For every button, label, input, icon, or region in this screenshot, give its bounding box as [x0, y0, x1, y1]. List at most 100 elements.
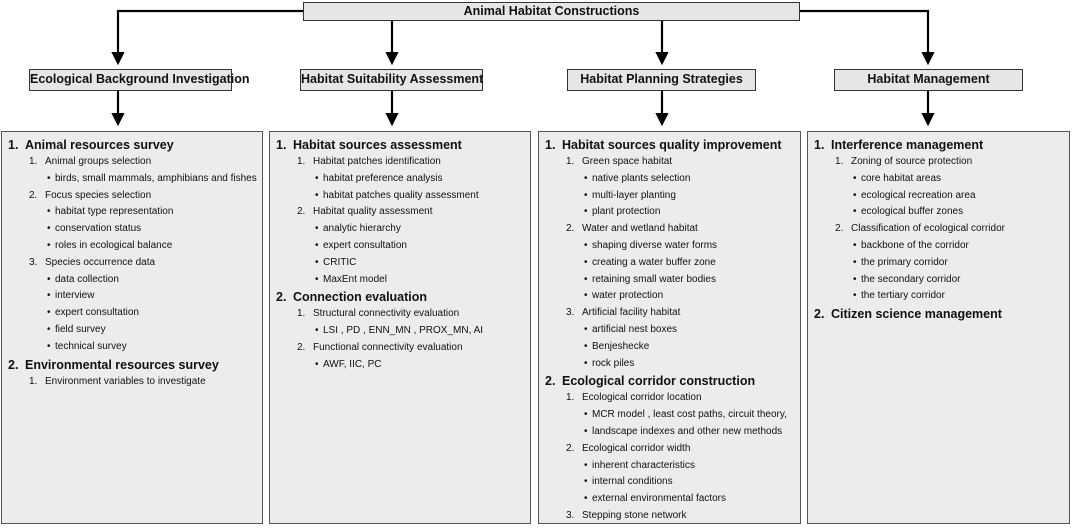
- subsection-text: Zoning of source protection: [851, 156, 973, 167]
- category-title: Habitat Suitability Assessment: [301, 72, 484, 86]
- bullet-item: • habitat patches quality assessment: [276, 188, 524, 205]
- bullet-dot: •: [315, 223, 319, 235]
- bullet-dot: •: [853, 273, 857, 285]
- bullet-text: multi-layer planting: [592, 189, 676, 201]
- subsection-text: Green space habitat: [582, 156, 673, 167]
- bullet-dot: •: [584, 239, 588, 251]
- subsection-item: 1. Animal groups selection: [8, 154, 256, 171]
- bullet-item: •ecological recreation area: [814, 188, 1063, 205]
- bullet-text: water protection: [592, 290, 664, 302]
- section-item: 1.Animal resources survey: [8, 136, 256, 154]
- bullet-text: habitat preference analysis: [323, 172, 443, 184]
- bullet-item: •conservation status: [8, 221, 256, 238]
- subsection-item: 1.Zoning of source protection: [814, 154, 1063, 171]
- bullet-dot: •: [853, 290, 857, 302]
- bullet-dot: •: [584, 189, 588, 201]
- subsection-number: 1.: [29, 156, 38, 167]
- bullet-dot: •: [853, 206, 857, 218]
- bullet-text: native plants selection: [592, 172, 691, 184]
- section-heading: Connection evaluation: [293, 290, 428, 305]
- bullet-text: artificial nest boxes: [592, 323, 678, 335]
- bullet-dot: •: [584, 172, 588, 184]
- bullet-dot: •: [853, 256, 857, 268]
- bullet-item: • core habitat areas: [814, 171, 1063, 188]
- bullet-text: LSI , PD , ENN_MN , PROX_MN, AI: [323, 325, 484, 337]
- bullet-item: •the tertiary corridor: [814, 288, 1063, 305]
- bullet-text: creating a water buffer zone: [592, 256, 716, 268]
- section-number: 2.: [276, 290, 287, 305]
- root-title-box: Animal Habitat Constructions: [303, 2, 800, 21]
- bullet-dot: •: [315, 358, 319, 370]
- bullet-item: •landscape indexes and other new methods: [545, 424, 794, 441]
- subsection-item: 2.Classification of ecological corridor: [814, 221, 1063, 238]
- subsection-item: 1.Structural connectivity evaluation: [276, 306, 524, 323]
- subsection-text: Habitat patches identification: [313, 156, 441, 167]
- section-item: 1.Interference management: [814, 136, 1063, 154]
- section-item: 2.Ecological corridor construction: [545, 372, 794, 390]
- section-item: 1.Habitat sources assessment: [276, 136, 524, 154]
- subsection-text: Habitat quality assessment: [313, 206, 433, 218]
- bullet-text: analytic hierarchy: [323, 223, 401, 235]
- bullet-dot: •: [47, 172, 51, 184]
- bullet-item: •habitat preference analysis: [276, 171, 524, 188]
- bullet-dot: •: [584, 357, 588, 369]
- bullet-dot: •: [584, 273, 588, 285]
- subsection-item: 3.Artificial facility habitat: [545, 305, 794, 322]
- bullet-text: habitat patches quality assessment: [323, 189, 479, 201]
- bullet-text: shaping diverse water forms: [592, 239, 718, 251]
- category-box-habitat-management: Habitat Management: [834, 69, 1023, 91]
- bullet-item: •interview: [8, 288, 256, 305]
- bullet-item: • multi-layer planting: [545, 188, 794, 205]
- bullet-item: •water protection: [545, 288, 794, 305]
- bullet-text: retaining small water bodies: [592, 273, 716, 285]
- bullet-dot: •: [315, 189, 319, 201]
- bullet-dot: •: [853, 172, 857, 184]
- subsection-number: 1.: [29, 375, 38, 387]
- subsection-item: 2.Water and wetland habitat: [545, 221, 794, 238]
- bullet-text: CRITIC: [323, 256, 357, 268]
- bullet-item: •roles in ecological balance: [8, 238, 256, 255]
- subsection-number: 3.: [566, 307, 575, 319]
- category-title: Habitat Management: [867, 72, 990, 86]
- bullet-text: rock piles: [592, 357, 635, 369]
- bullet-dot: •: [853, 239, 857, 251]
- bullet-item: • analytic hierarchy: [276, 221, 524, 238]
- bullet-dot: •: [47, 340, 51, 352]
- section-heading: Animal resources survey: [25, 138, 174, 152]
- subsection-number: 1.: [297, 308, 306, 320]
- subsection-number: 2.: [297, 206, 306, 218]
- subsection-item: 2.Ecological corridor width: [545, 441, 794, 458]
- bullet-dot: •: [47, 323, 51, 335]
- subsection-item: 2.Functional connectivity evaluation: [276, 340, 524, 357]
- bullet-text: Benjeshecke: [592, 340, 650, 352]
- bullet-dot: •: [47, 307, 51, 319]
- section-item: 1.Habitat sources quality improvement: [545, 136, 794, 154]
- section-heading: Citizen science management: [831, 307, 1002, 322]
- subsection-number: 2.: [835, 223, 844, 235]
- bullet-dot: •: [47, 239, 51, 251]
- subsection-item: 3.Species occurrence data: [8, 255, 256, 272]
- section-item: 2.Citizen science management: [814, 305, 1063, 323]
- bullet-item: • the primary corridor: [814, 255, 1063, 272]
- panel-planning-strategies: 1.Habitat sources quality improvement 1. G…: [538, 131, 801, 524]
- section-heading: Interference management: [831, 138, 984, 152]
- section-heading: Habitat sources assessment: [293, 138, 462, 152]
- bullet-text: core habitat areas: [861, 172, 942, 184]
- subsection-text: Animal groups selection: [45, 156, 152, 167]
- subsection-text: Species occurrence data: [45, 256, 156, 268]
- bullet-text: the primary corridor: [861, 256, 948, 268]
- bullet-text: birds, small mammals, amphibians and fis…: [55, 172, 257, 184]
- subsection-number: 2.: [297, 341, 306, 353]
- bullet-item: • retaining small water bodies: [545, 272, 794, 289]
- bullet-text: conservation status: [55, 223, 142, 235]
- subsection-number: 1.: [566, 392, 575, 404]
- subsection-item: 1.Habitat patches identification: [276, 154, 524, 171]
- bullet-item: •backbone of the corridor: [814, 238, 1063, 255]
- bullet-item: • native plants selection: [545, 171, 794, 188]
- section-item: 2. Connection evaluation: [276, 288, 524, 306]
- bullet-text: technical survey: [55, 340, 127, 352]
- bullet-item: • shaping diverse water forms: [545, 238, 794, 255]
- bullet-item: •creating a water buffer zone: [545, 255, 794, 272]
